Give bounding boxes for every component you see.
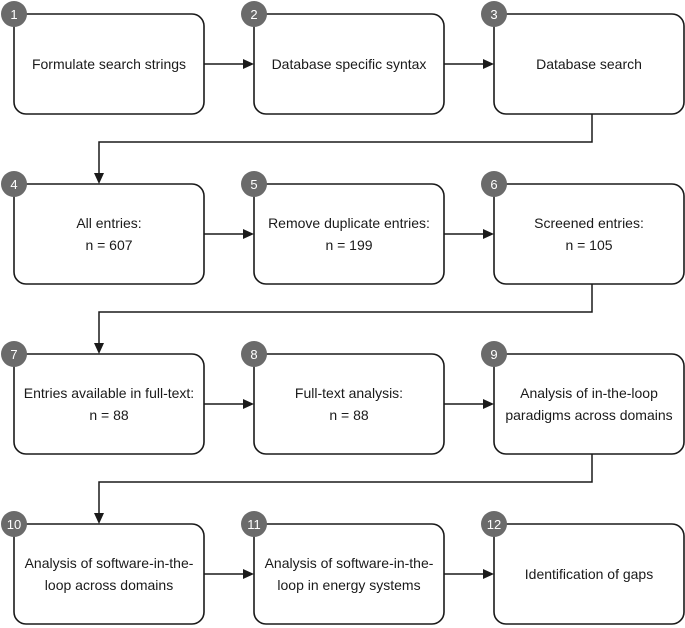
step-number-badge: [481, 171, 507, 197]
step-number: 4: [10, 177, 17, 192]
step-number: 9: [490, 347, 497, 362]
step-label-line: Database specific syntax: [272, 56, 427, 72]
step-box: [493, 183, 685, 285]
step-number: 6: [490, 177, 497, 192]
step-box: [253, 183, 445, 285]
step-label-line: Identification of gaps: [525, 566, 653, 582]
arrowhead: [243, 229, 254, 239]
step-label-line: loop in energy systems: [277, 577, 420, 593]
arrowhead: [243, 59, 254, 69]
step-label-line: Full-text analysis:: [295, 385, 403, 401]
step-label-line: Entries available in full-text:: [24, 385, 194, 401]
step-label-line: paradigms across domains: [505, 407, 672, 423]
arrowhead: [483, 229, 494, 239]
step-label-line: loop across domains: [45, 577, 173, 593]
wrap-connector: [98, 284, 593, 344]
step-label-line: Screened entries:: [534, 215, 644, 231]
step-number-badge: [241, 1, 267, 27]
wrap-connector: [98, 114, 593, 174]
step-number: 12: [487, 517, 501, 532]
step-number-badge: [241, 171, 267, 197]
step-number: 5: [250, 177, 257, 192]
step-number: 1: [10, 7, 17, 22]
step-number: 8: [250, 347, 257, 362]
step-number: 10: [7, 517, 21, 532]
step-label-line: Database search: [536, 56, 642, 72]
step-label-line: Analysis of in-the-loop: [520, 385, 658, 401]
step-label-line: Formulate search strings: [32, 56, 186, 72]
step-number-badge: [481, 341, 507, 367]
arrowhead: [483, 399, 494, 409]
step-box: [13, 523, 205, 625]
step-number: 7: [10, 347, 17, 362]
arrowhead: [243, 569, 254, 579]
step-number-badge: [1, 511, 27, 537]
arrowhead: [94, 513, 104, 524]
step-box: [493, 353, 685, 455]
step-number-badge: [1, 341, 27, 367]
step-label-line: Analysis of software-in-the-: [25, 555, 194, 571]
step-label-line: n = 199: [325, 237, 372, 253]
step-label-line: Analysis of software-in-the-: [265, 555, 434, 571]
step-box: [13, 183, 205, 285]
step-box: [253, 523, 445, 625]
arrowhead: [243, 399, 254, 409]
step-box: [13, 353, 205, 455]
step-number-badge: [1, 171, 27, 197]
step-number-badge: [481, 1, 507, 27]
step-number-badge: [241, 341, 267, 367]
arrowhead: [483, 59, 494, 69]
step-label-line: n = 88: [329, 407, 369, 423]
step-box: [493, 13, 685, 115]
step-label-line: n = 105: [565, 237, 612, 253]
step-label-line: n = 607: [85, 237, 132, 253]
wrap-connector: [98, 454, 593, 514]
step-box: [13, 13, 205, 115]
step-box: [493, 523, 685, 625]
step-box: [253, 13, 445, 115]
arrowhead: [483, 569, 494, 579]
arrowhead: [94, 173, 104, 184]
step-label-line: Remove duplicate entries:: [268, 215, 430, 231]
step-number: 11: [247, 517, 261, 532]
step-label-line: All entries:: [76, 215, 141, 231]
step-number: 2: [250, 7, 257, 22]
step-label-line: n = 88: [89, 407, 129, 423]
step-number: 3: [490, 7, 497, 22]
step-box: [253, 353, 445, 455]
step-number-badge: [481, 511, 507, 537]
connectors: [94, 59, 593, 579]
step-number-badge: [1, 1, 27, 27]
step-number-badge: [241, 511, 267, 537]
arrowhead: [94, 343, 104, 354]
